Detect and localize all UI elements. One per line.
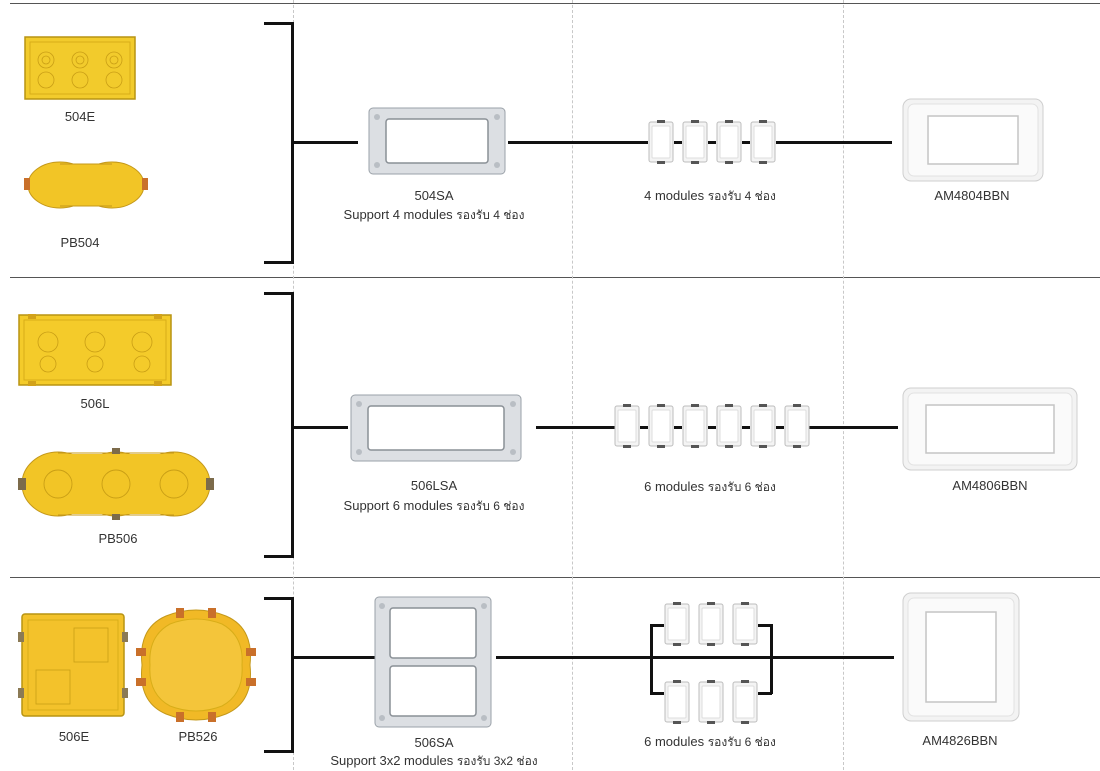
connection-wire bbox=[674, 426, 682, 429]
connection-wire bbox=[674, 141, 682, 144]
plate-code-label: AM4826BBN bbox=[922, 733, 998, 748]
module-switch-icon bbox=[716, 120, 742, 164]
support-desc-en: Support 4 modules bbox=[343, 207, 453, 222]
support-desc-en: Support 3x2 modules bbox=[330, 753, 454, 768]
module-switch-icon bbox=[682, 404, 708, 448]
connection-wire bbox=[742, 426, 750, 429]
box-code-label: PB504 bbox=[60, 235, 100, 250]
modules-label: 6 modules รองรับ 6 ช่อง bbox=[590, 478, 830, 497]
connection-wire bbox=[742, 141, 750, 144]
box-code-label: 506E bbox=[58, 729, 90, 744]
support-frame-icon bbox=[350, 394, 522, 462]
connection-wire bbox=[508, 141, 648, 144]
module-switch-icon bbox=[648, 120, 674, 164]
row-divider bbox=[10, 577, 1100, 578]
connection-wire bbox=[708, 141, 716, 144]
connection-wire bbox=[294, 656, 376, 659]
yellow-double-box-icon bbox=[24, 161, 148, 209]
support-code-label: 506LSA bbox=[410, 478, 458, 493]
support-frame-icon bbox=[368, 107, 506, 175]
module-switch-icon bbox=[716, 404, 742, 448]
modules-text-en: 6 modules bbox=[644, 479, 705, 494]
connection-wire bbox=[650, 624, 664, 627]
module-switch-icon bbox=[732, 680, 758, 724]
modules-label: 6 modules รองรับ 6 ช่อง bbox=[590, 733, 830, 752]
module-switch-icon bbox=[648, 404, 674, 448]
group-bracket bbox=[264, 292, 294, 558]
modules-text-th: รองรับ 6 ช่อง bbox=[707, 735, 776, 749]
box-code-label: 506L bbox=[80, 396, 110, 411]
connection-wire bbox=[776, 426, 784, 429]
module-switch-icon bbox=[664, 680, 690, 724]
yellow-square-box-icon bbox=[18, 613, 128, 717]
connection-wire bbox=[650, 692, 664, 695]
module-switch-icon bbox=[732, 602, 758, 646]
group-bracket bbox=[264, 597, 294, 753]
module-switch-icon bbox=[698, 602, 724, 646]
support-desc-th: รองรับ 4 ช่อง bbox=[456, 208, 525, 222]
connection-wire bbox=[708, 426, 716, 429]
connection-wire bbox=[770, 624, 773, 694]
module-switch-icon bbox=[698, 680, 724, 724]
connection-wire bbox=[294, 141, 358, 144]
connection-wire bbox=[536, 426, 616, 429]
support-description: Support 4 modules รองรับ 4 ช่อง bbox=[300, 206, 568, 225]
cover-plate-icon bbox=[902, 592, 1020, 722]
connection-wire bbox=[758, 692, 772, 695]
connection-wire bbox=[294, 426, 348, 429]
group-bracket bbox=[264, 22, 294, 264]
module-switch-icon bbox=[682, 120, 708, 164]
box-code-label: PB526 bbox=[178, 729, 218, 744]
yellow-box-icon bbox=[18, 314, 172, 386]
plate-code-label: AM4806BBN bbox=[952, 478, 1028, 493]
support-code-label: 504SA bbox=[414, 188, 454, 203]
modules-text-th: รองรับ 4 ช่อง bbox=[707, 189, 776, 203]
connection-wire bbox=[640, 426, 648, 429]
module-switch-icon bbox=[750, 120, 776, 164]
module-switch-icon bbox=[614, 404, 640, 448]
modules-text-th: รองรับ 6 ช่อง bbox=[707, 480, 776, 494]
box-code-label: PB506 bbox=[98, 531, 138, 546]
box-code-label: 504E bbox=[64, 109, 96, 124]
yellow-box-icon bbox=[24, 36, 136, 100]
support-description: Support 6 modules รองรับ 6 ช่อง bbox=[300, 497, 568, 516]
module-switch-icon bbox=[750, 404, 776, 448]
module-switch-icon bbox=[664, 602, 690, 646]
cover-plate-icon bbox=[902, 387, 1078, 471]
cover-plate-icon bbox=[902, 98, 1044, 182]
support-desc-th: รองรับ 6 ช่อง bbox=[456, 499, 525, 513]
connection-wire bbox=[650, 624, 653, 694]
column-divider bbox=[572, 0, 573, 770]
support-desc-th: รองรับ 3x2 ช่อง bbox=[456, 754, 538, 768]
modules-label: 4 modules รองรับ 4 ช่อง bbox=[590, 187, 830, 206]
support-code-label: 506SA bbox=[414, 735, 454, 750]
connection-wire bbox=[758, 624, 772, 627]
support-desc-en: Support 6 modules bbox=[343, 498, 453, 513]
connection-wire bbox=[496, 656, 894, 659]
connection-wire bbox=[808, 426, 898, 429]
modules-text-en: 4 modules bbox=[644, 188, 705, 203]
plate-code-label: AM4804BBN bbox=[934, 188, 1010, 203]
module-switch-icon bbox=[784, 404, 810, 448]
modules-text-en: 6 modules bbox=[644, 734, 705, 749]
yellow-triple-box-icon bbox=[18, 448, 214, 520]
support-description: Support 3x2 modules รองรับ 3x2 ช่อง bbox=[296, 752, 572, 771]
support-frame-icon bbox=[374, 596, 492, 728]
top-divider bbox=[10, 3, 1100, 4]
row-divider bbox=[10, 277, 1100, 278]
yellow-round-box-icon bbox=[136, 608, 256, 722]
column-divider bbox=[843, 0, 844, 770]
connection-wire bbox=[776, 141, 892, 144]
